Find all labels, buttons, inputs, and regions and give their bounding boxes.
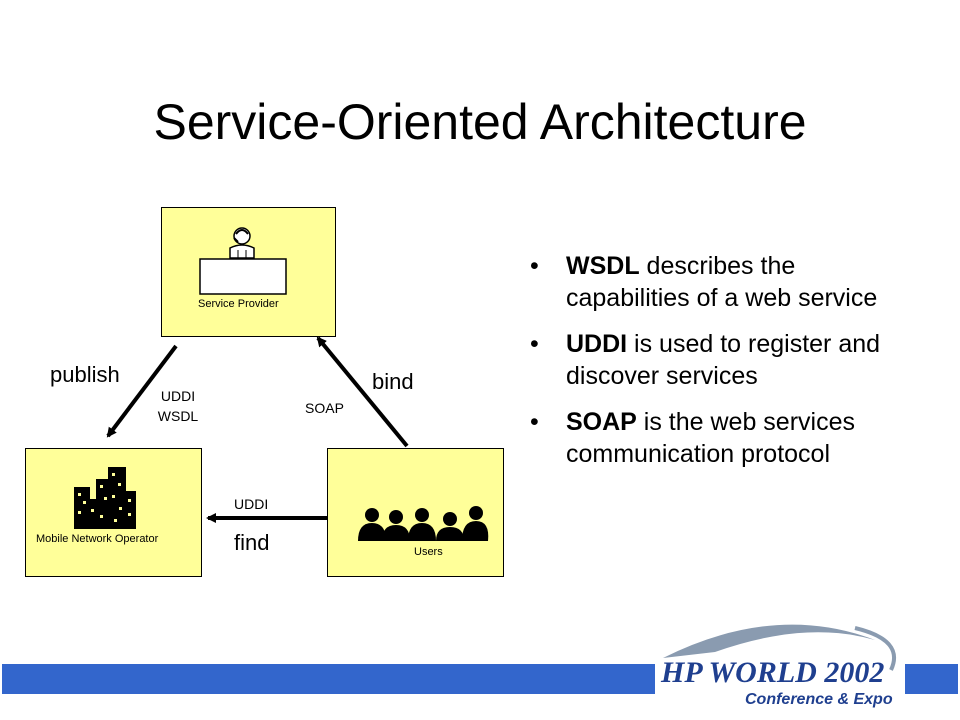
logo-line1: HP WORLD 2002	[660, 656, 884, 689]
find-protocol-label: UDDI	[234, 496, 269, 512]
publish-protocol-wsdl: WSDL	[157, 408, 199, 424]
publish-arrow	[106, 344, 178, 438]
bind-label: bind	[372, 369, 414, 394]
bullet-text: describes the capabilities of a web serv…	[566, 252, 878, 312]
service-provider-label: Service Provider	[198, 298, 279, 310]
city-buildings-icon	[74, 467, 136, 529]
publish-protocol-uddi: UDDI	[160, 388, 196, 404]
bullet-text: is used to register and discover service…	[566, 330, 881, 390]
service-provider-box: Service Provider	[161, 207, 336, 337]
bullet-dot: •	[530, 330, 539, 358]
publish-protocol-label: UDDI WSDL	[148, 386, 208, 426]
users-box: Users	[327, 448, 504, 577]
slide-title: Service-Oriented Architecture	[153, 94, 807, 150]
mobile-network-operator-box: Mobile Network Operator	[25, 448, 202, 577]
logo-line2: Conference & Expo	[745, 691, 893, 708]
hp-world-swoosh-icon: HP WORLD 2002 Conference & Expo	[660, 624, 897, 708]
users-label: Users	[414, 546, 443, 558]
find-label: find	[234, 530, 270, 555]
bullet-dot: •	[530, 408, 539, 436]
person-at-desk-icon	[199, 227, 287, 295]
bullet-item: • SOAP is the web services communication …	[530, 406, 920, 470]
mobile-network-operator-label: Mobile Network Operator	[36, 533, 159, 545]
bullet-dot: •	[530, 252, 539, 280]
publish-label: publish	[50, 362, 120, 387]
hp-world-logo: HP WORLD 2002 Conference & Expo	[655, 620, 905, 712]
bullet-term: WSDL	[566, 252, 640, 280]
bullet-list: • WSDL describes the capabilities of a we…	[530, 250, 920, 484]
bullet-term: SOAP	[566, 408, 637, 436]
bind-protocol-label: SOAP	[305, 400, 344, 416]
bind-arrow	[316, 336, 409, 448]
bullet-term: UDDI	[566, 330, 628, 358]
bullet-item: • UDDI is used to register and discover s…	[530, 328, 920, 392]
bullet-text: is the web services communication protoc…	[566, 408, 855, 468]
bullet-item: • WSDL describes the capabilities of a we…	[530, 250, 920, 314]
people-group-icon	[358, 506, 489, 541]
